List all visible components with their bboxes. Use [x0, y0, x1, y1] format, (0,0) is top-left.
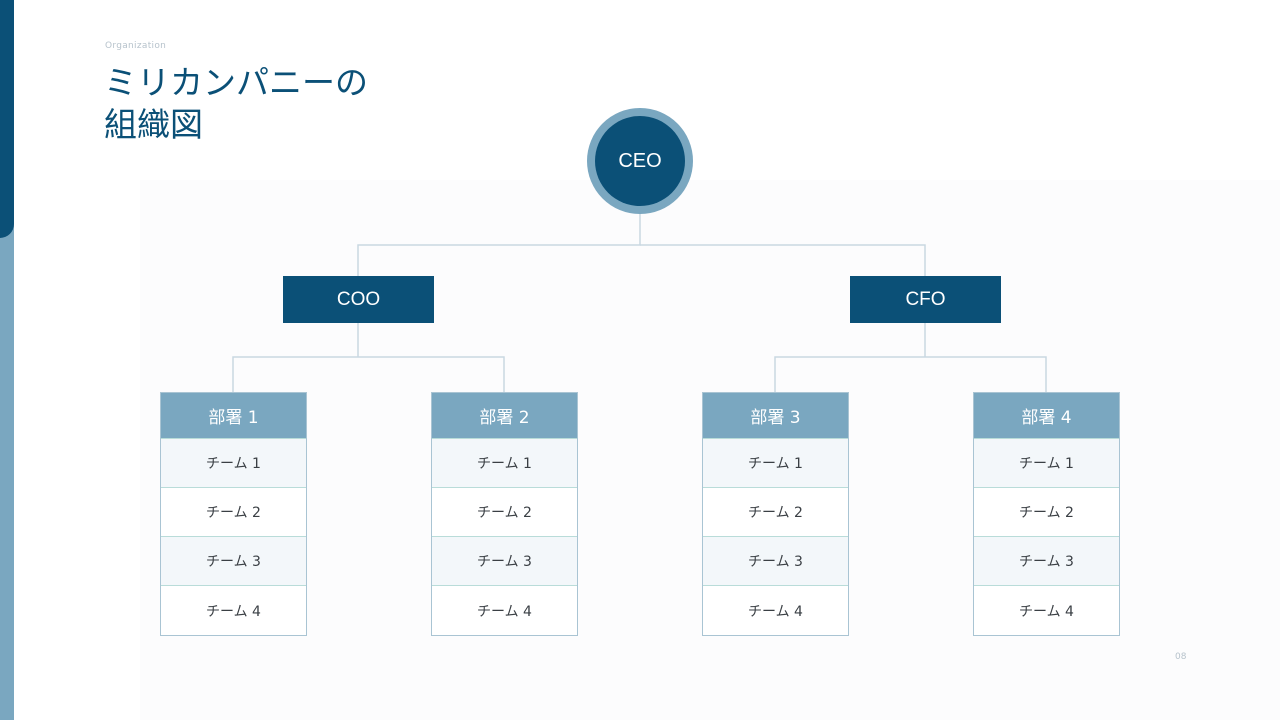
team-row: チーム 1: [703, 438, 848, 487]
team-row: チーム 3: [703, 536, 848, 585]
department-header: 部署 1: [161, 393, 306, 438]
team-row: チーム 1: [432, 438, 577, 487]
department-4: 部署 4 チーム 1 チーム 2 チーム 3 チーム 4: [973, 392, 1120, 636]
team-row: チーム 2: [161, 487, 306, 536]
team-row: チーム 2: [974, 487, 1119, 536]
left-accent-bar-dark: [0, 0, 14, 238]
department-2: 部署 2 チーム 1 チーム 2 チーム 3 チーム 4: [431, 392, 578, 636]
department-header: 部署 3: [703, 393, 848, 438]
ceo-label: CEO: [595, 116, 685, 206]
team-row: チーム 4: [432, 585, 577, 635]
team-row: チーム 3: [161, 536, 306, 585]
section-eyebrow: Organization: [105, 41, 167, 51]
department-header: 部署 2: [432, 393, 577, 438]
coo-box: COO: [283, 276, 434, 323]
team-row: チーム 4: [161, 585, 306, 635]
department-header: 部署 4: [974, 393, 1119, 438]
department-3: 部署 3 チーム 1 チーム 2 チーム 3 チーム 4: [702, 392, 849, 636]
department-1: 部署 1 チーム 1 チーム 2 チーム 3 チーム 4: [160, 392, 307, 636]
team-row: チーム 1: [974, 438, 1119, 487]
team-row: チーム 3: [974, 536, 1119, 585]
page-title: ミリカンパニーの 組織図: [104, 63, 368, 144]
team-row: チーム 1: [161, 438, 306, 487]
page-number: 08: [1175, 652, 1187, 662]
team-row: チーム 2: [703, 487, 848, 536]
team-row: チーム 2: [432, 487, 577, 536]
ceo-node: CEO: [587, 108, 693, 214]
cfo-box: CFO: [850, 276, 1001, 323]
team-row: チーム 4: [703, 585, 848, 635]
team-row: チーム 4: [974, 585, 1119, 635]
team-row: チーム 3: [432, 536, 577, 585]
